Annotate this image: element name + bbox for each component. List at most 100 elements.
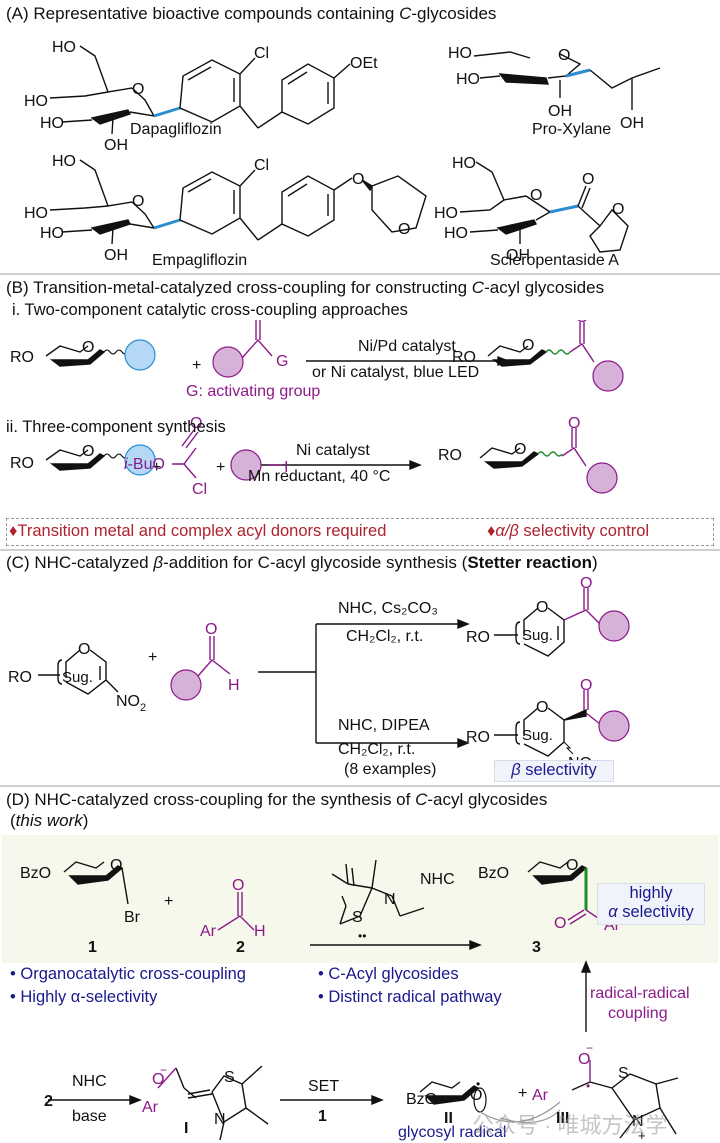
- drawback-transition-metal: ♦Transition metal and complex acyl donor…: [9, 522, 387, 540]
- condition-c-top-1: NHC, Cs₂CO₃: [338, 600, 438, 617]
- svg-text:O: O: [232, 877, 244, 894]
- svg-text:S: S: [618, 1065, 629, 1082]
- svg-text:RO: RO: [466, 729, 490, 746]
- beta-selectivity-badge: β selectivity: [494, 760, 614, 782]
- svg-text:O: O: [205, 621, 217, 638]
- mechanism-base-label: base: [72, 1108, 107, 1125]
- svg-text:H: H: [254, 923, 266, 940]
- scleropentaside-a-structure: [459, 161, 629, 253]
- svg-text:O: O: [78, 641, 90, 658]
- svg-text:BzO: BzO: [406, 1091, 437, 1108]
- svg-text:OH: OH: [104, 247, 128, 260]
- svg-text:••: ••: [358, 929, 366, 943]
- feature-alpha-selectivity: • Highly α-selectivity: [10, 988, 158, 1006]
- iodide-circle-purple-ii: [230, 449, 262, 481]
- compound-name-empagliflozin: Empagliflozin: [152, 252, 248, 269]
- svg-text:OH: OH: [104, 137, 128, 154]
- svg-text:+: +: [164, 893, 173, 910]
- svg-text:RO: RO: [438, 447, 462, 464]
- panel-a-structures: HO HO HO O OH Cl OEt HO HO O OH OH HO HO…: [24, 39, 661, 260]
- svg-text:O: O: [578, 1051, 590, 1068]
- radical-coupling-label-2: coupling: [608, 1005, 668, 1022]
- svg-text:BzO: BzO: [20, 865, 51, 882]
- panel-d-scheme: BzO O Br + S N •• NHC BzO O 2 BzO • O + …: [20, 857, 679, 1143]
- watermark: 公众号 · 唯城方法学: [472, 1113, 668, 1138]
- mechanism-1-label: 1: [318, 1108, 327, 1125]
- svg-text:O: O: [152, 1071, 164, 1088]
- svg-text:O: O: [580, 677, 592, 694]
- svg-text:O: O: [132, 81, 144, 98]
- svg-text:NHC: NHC: [420, 871, 455, 888]
- svg-text:O: O: [558, 47, 570, 64]
- svg-text:O: O: [554, 915, 566, 932]
- acyl-circle-purple-i: [212, 346, 244, 378]
- svg-text:O: O: [82, 339, 94, 356]
- svg-text:O: O: [568, 415, 580, 432]
- feature-radical-pathway: • Distinct radical pathway: [318, 988, 502, 1006]
- svg-text:Sug.: Sug.: [522, 627, 553, 644]
- this-work-label: (this work): [10, 811, 89, 830]
- svg-text:N: N: [632, 1113, 644, 1130]
- condition-c-bottom-3: (8 examples): [344, 761, 437, 778]
- svg-text:2: 2: [236, 939, 245, 956]
- svg-text:O: O: [352, 171, 364, 188]
- svg-text:2: 2: [44, 1093, 53, 1110]
- svg-text:−: −: [160, 1063, 167, 1077]
- svg-text:O: O: [190, 415, 202, 432]
- dapagliflozin-structure: [49, 45, 351, 135]
- svg-text:O: O: [132, 193, 144, 210]
- product-circle-purple-i: [592, 360, 624, 392]
- svg-text:G: G: [276, 353, 288, 370]
- mechanism-set-label: SET: [308, 1078, 340, 1095]
- svg-text:OH: OH: [548, 103, 572, 120]
- condition-c-bottom-1: NHC, DIPEA: [338, 717, 430, 734]
- aldehyde-circle-purple: [170, 669, 202, 701]
- svg-text:+: +: [152, 459, 161, 476]
- condition-c-bottom-2: CH₂Cl₂, r.t.: [338, 741, 416, 758]
- svg-text:HO: HO: [24, 205, 48, 222]
- svg-text:O: O: [566, 857, 578, 874]
- section-i-heading: i. Two-component catalytic cross-couplin…: [12, 301, 408, 319]
- svg-text:NO: NO: [116, 693, 140, 710]
- intermediate-ii-label: II: [444, 1110, 453, 1127]
- intermediate-i-label: I: [184, 1120, 189, 1137]
- svg-text:O: O: [514, 441, 526, 458]
- pro-xylane-structure: [473, 51, 661, 110]
- svg-text:RO: RO: [452, 349, 476, 366]
- separator-b-c: [0, 549, 720, 551]
- svg-text:HO: HO: [40, 115, 64, 132]
- svg-text:OH: OH: [506, 247, 530, 260]
- svg-text:HO: HO: [434, 205, 458, 222]
- feature-organocatalytic: • Organocatalytic cross-coupling: [10, 965, 246, 983]
- condition-i-top: Ni/Pd catalyst: [358, 338, 456, 355]
- drawbacks-box: ♦Transition metal and complex acyl donor…: [6, 518, 714, 546]
- activating-group-note: G: activating group: [186, 383, 321, 400]
- panel-a-title: (A) Representative bioactive compounds c…: [6, 4, 497, 23]
- svg-text:H: H: [228, 677, 240, 694]
- substrate-circle-blue-ii: [124, 444, 156, 476]
- svg-text:BzO: BzO: [478, 865, 509, 882]
- svg-text:N: N: [214, 1111, 226, 1128]
- svg-text:Ar: Ar: [200, 923, 217, 940]
- condition-ii-bottom: Mn reductant, 40 °C: [248, 468, 391, 485]
- svg-text:RO: RO: [10, 455, 34, 472]
- product-circle-purple-top: [598, 610, 630, 642]
- svg-text:+: +: [638, 1128, 646, 1143]
- svg-text:S: S: [224, 1069, 235, 1086]
- condition-i-bottom: or Ni catalyst, blue LED: [312, 364, 480, 381]
- svg-text:OEt: OEt: [350, 55, 378, 72]
- svg-text:−: −: [586, 1041, 593, 1055]
- svg-text:HO: HO: [452, 155, 476, 172]
- compound-name-scleropentaside-a: Scleropentaside A: [490, 252, 619, 269]
- svg-text:O: O: [110, 857, 122, 874]
- section-ii-heading: ii. Three-component synthesis: [6, 418, 226, 436]
- empagliflozin-structure: [49, 159, 427, 245]
- compound-name-pro-xylane: Pro-Xylane: [532, 121, 612, 138]
- svg-text:2: 2: [140, 702, 146, 714]
- svg-text:I: I: [284, 459, 288, 476]
- svg-text:O: O: [582, 171, 594, 188]
- svg-text:HO: HO: [444, 225, 468, 242]
- panel-b-scheme: RO O + RO O RO O + + RO O O G O O Cl I O: [10, 320, 624, 498]
- svg-text:Cl: Cl: [192, 481, 207, 498]
- svg-text:Br: Br: [124, 909, 141, 926]
